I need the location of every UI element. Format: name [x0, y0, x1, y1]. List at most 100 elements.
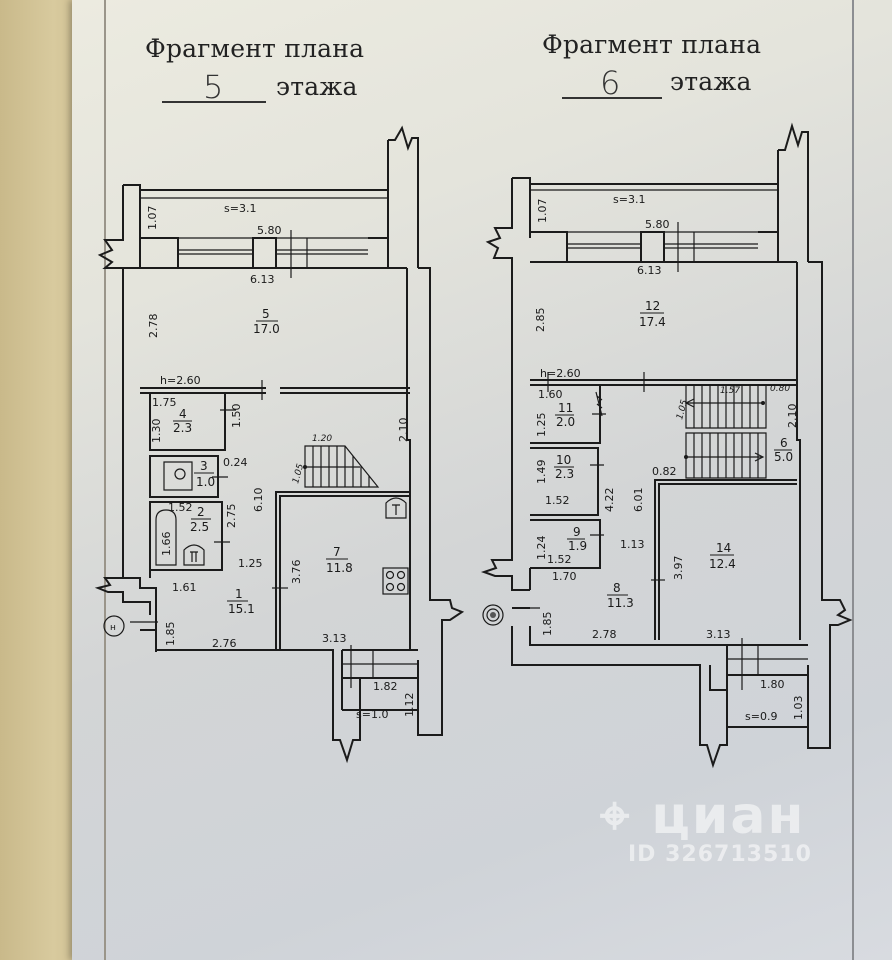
left-dim-hall-width: 1.25 [238, 557, 263, 570]
kitchen-sink-icon [385, 497, 407, 519]
entrance-marker-glyph: н [110, 623, 116, 633]
svg-text:8: 8 [613, 581, 621, 595]
right-dim-stair-landing: 0.82 [652, 465, 677, 478]
right-dim-hall-len: 6.01 [632, 488, 645, 513]
left-dim-stair-width: 1.20 [312, 434, 332, 444]
left-right-wall [388, 125, 465, 736]
svg-text:17.4: 17.4 [639, 315, 666, 329]
left-ceiling-height: h=2.60 [160, 374, 201, 387]
left-room-label-4: 4 2.3 [173, 407, 192, 435]
right-dim-room11-depth: 1.25 [535, 413, 548, 438]
left-dim-bath-width: 1.52 [168, 501, 193, 514]
svg-text:17.0: 17.0 [253, 322, 280, 336]
left-loggia-lines [342, 645, 418, 688]
svg-text:10: 10 [556, 453, 571, 467]
svg-text:5.0: 5.0 [774, 450, 793, 464]
right-dim-room8-depth: 1.85 [541, 612, 554, 637]
svg-text:7: 7 [333, 545, 341, 559]
bathtub-icon [155, 509, 177, 566]
right-dim-loggia-width: 1.80 [760, 678, 785, 691]
left-staircase [303, 445, 380, 488]
left-dim-bath-len: 1.66 [160, 532, 173, 557]
svg-text:11.3: 11.3 [607, 596, 634, 610]
left-floor-suffix: этажа [276, 72, 358, 101]
left-dim-room4-width: 1.75 [152, 396, 177, 409]
toilet-bowl-icon [174, 468, 186, 480]
right-dim-room14-width: 3.13 [706, 628, 731, 641]
right-dim-room10-width: 1.52 [545, 494, 570, 507]
right-door-marks [547, 372, 645, 392]
svg-text:6: 6 [780, 436, 788, 450]
right-window-mark [677, 222, 695, 272]
svg-text:2.3: 2.3 [173, 421, 192, 435]
svg-text:11: 11 [558, 401, 573, 415]
left-dim-bath-side: 2.75 [225, 504, 238, 529]
svg-text:9: 9 [573, 525, 581, 539]
svg-text:2.3: 2.3 [555, 467, 574, 481]
left-room-label-2: 2 2.5 [190, 505, 211, 534]
right-dim-stair-run: 1.05 [675, 399, 690, 421]
left-dim-kitchen-width: 3.13 [322, 632, 347, 645]
right-right-wall [530, 122, 853, 749]
svg-text:4: 4 [179, 407, 187, 421]
right-dim-window-inner: 6.13 [637, 264, 662, 277]
right-dim-stair-width: 1.57 [720, 386, 740, 396]
watermark-logo: ⌖ циан [600, 790, 812, 842]
svg-text:1.9: 1.9 [568, 539, 587, 553]
left-dim-entry-depth: 1.85 [164, 622, 177, 647]
right-hall-ticks [590, 413, 606, 536]
left-room-label-3: 3 1.0 [194, 459, 215, 489]
right-room9 [530, 519, 601, 569]
right-dim-stair-gap: 0.80 [770, 384, 790, 394]
left-balcony-area: s=3.1 [224, 202, 256, 215]
right-dim-stair-side: 2.10 [786, 404, 799, 429]
right-loggia [726, 644, 808, 728]
svg-text:11.8: 11.8 [326, 561, 353, 575]
right-dim-hall-side: 4.22 [603, 488, 616, 513]
right-room-label-10: 10 2.3 [554, 453, 574, 481]
right-door-hatch [595, 391, 603, 417]
sink-icon [183, 544, 205, 566]
left-right-wall-b [140, 140, 407, 269]
toilet-icon [163, 461, 193, 491]
right-floor-number: 6 [600, 64, 621, 102]
left-loggia-area: s=1.0 [356, 708, 388, 721]
right-staircase [684, 384, 767, 479]
svg-text:1: 1 [235, 587, 243, 601]
right-room-label-14: 14 12.4 [709, 541, 736, 571]
left-plan-title: Фрагмент плана [145, 34, 365, 63]
left-outer-wall [122, 184, 361, 764]
right-room10 [530, 447, 599, 516]
right-room14 [654, 479, 797, 640]
left-outer-wall-2 [97, 185, 124, 269]
left-room4 [149, 392, 226, 451]
left-dim-stair-run: 1.05 [291, 463, 306, 485]
left-dim-room4-side: 1.50 [230, 404, 243, 429]
left-dim-kitchen-depth: 3.76 [290, 560, 303, 585]
cian-watermark: ⌖ циан ID 326713510 [600, 790, 812, 867]
right-room-label-6: 6 5.0 [774, 436, 793, 464]
svg-text:2: 2 [197, 505, 205, 519]
svg-text:3: 3 [200, 459, 208, 473]
right-dim-room14-depth: 3.97 [672, 556, 685, 581]
right-room-label-8: 8 11.3 [607, 581, 634, 610]
left-room-label-7: 7 11.8 [326, 545, 353, 575]
right-loggia-area: s=0.9 [745, 710, 777, 723]
right-dim-hall-width: 1.13 [620, 538, 645, 551]
left-dim-loggia-width: 1.82 [373, 680, 398, 693]
location-pin-icon: ⌖ [600, 786, 632, 846]
left-dim-room1-width: 2.76 [212, 637, 237, 650]
svg-text:15.1: 15.1 [228, 602, 255, 616]
right-dim-window-outer: 5.80 [645, 218, 670, 231]
svg-text:12: 12 [645, 299, 660, 313]
right-room-label-11: 11 2.0 [555, 401, 575, 429]
left-loggia [341, 649, 418, 711]
right-dim-room11-width: 1.60 [538, 388, 563, 401]
right-balcony-area: s=3.1 [613, 193, 645, 206]
page-edge [852, 0, 854, 960]
right-dim-room8-top: 1.70 [552, 570, 577, 583]
left-outer-wall-3 [94, 577, 140, 603]
svg-text:14: 14 [716, 541, 731, 555]
page-margin-line [104, 0, 106, 960]
